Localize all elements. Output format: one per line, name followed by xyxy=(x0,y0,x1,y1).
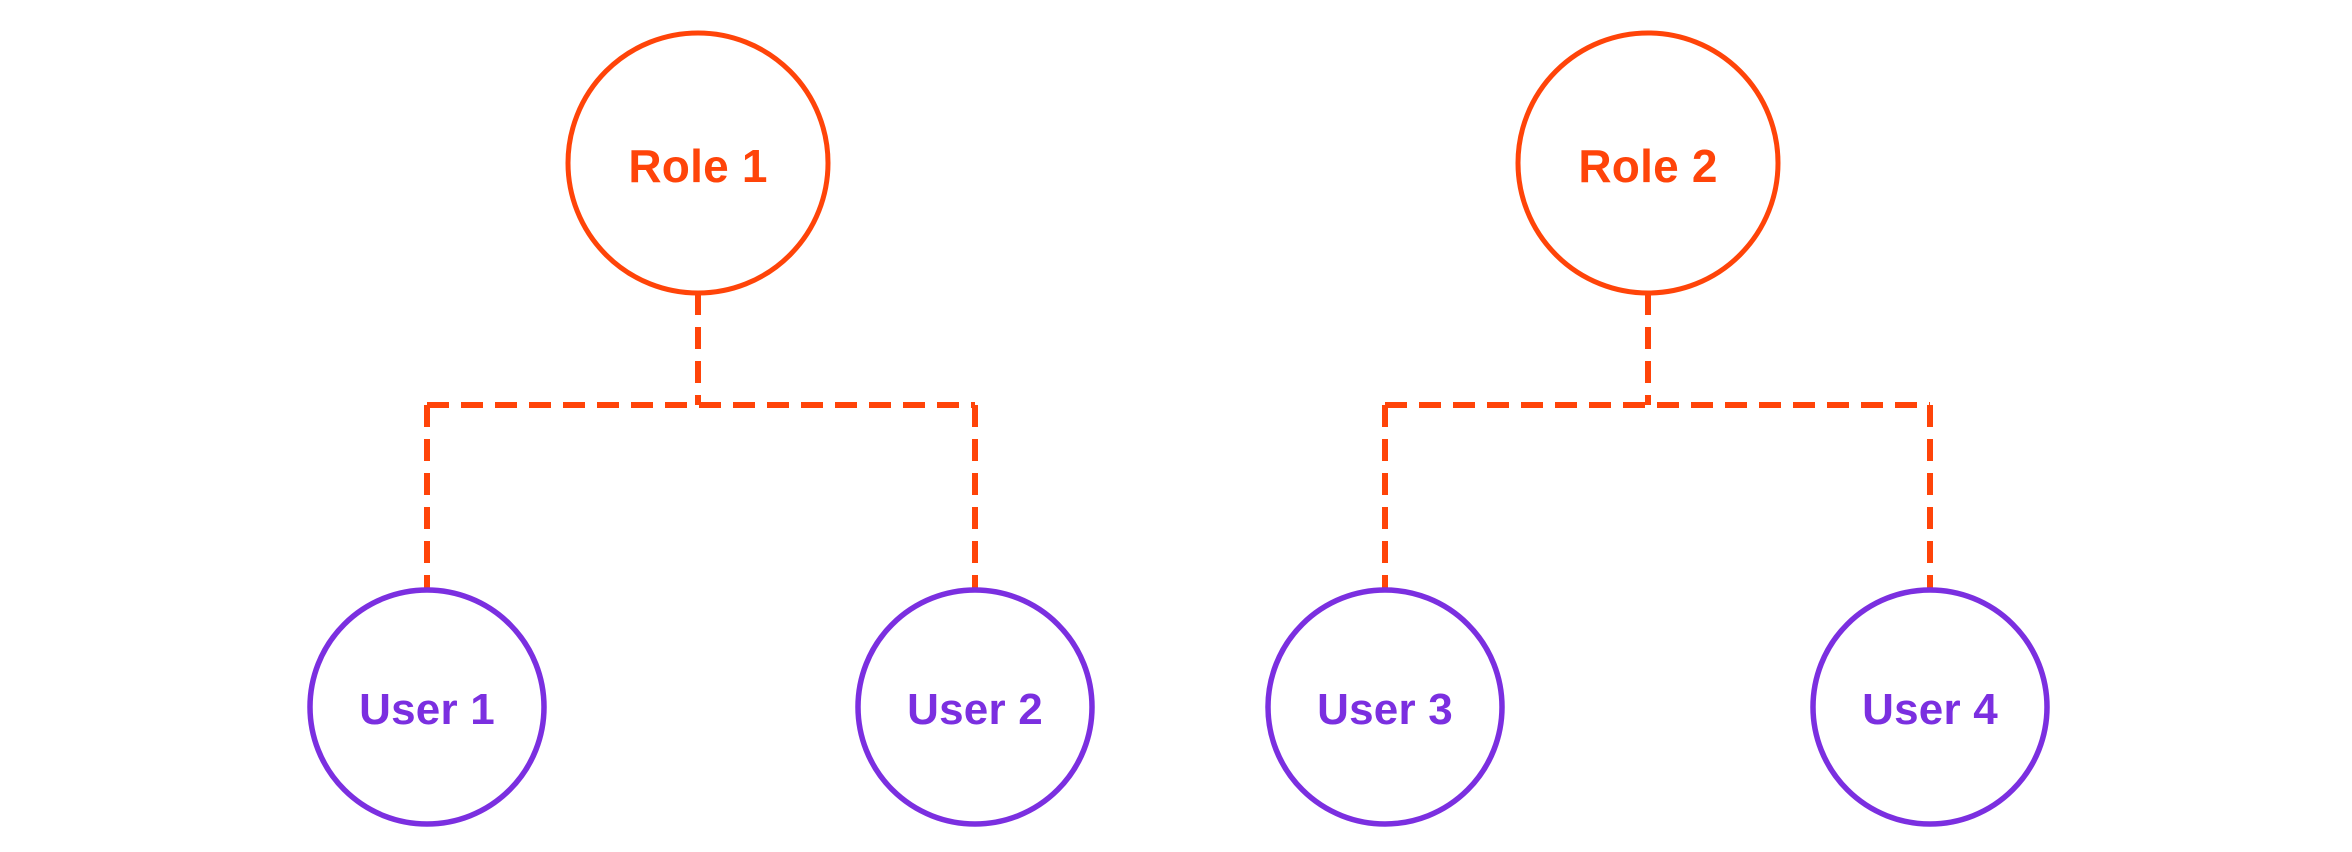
connector-group-role1 xyxy=(424,293,978,590)
node-circle-user2[interactable] xyxy=(855,587,1095,827)
node-circle-role2[interactable] xyxy=(1515,30,1781,296)
node-circle-user4[interactable] xyxy=(1810,587,2050,827)
connector-group-role2 xyxy=(1382,293,1933,590)
node-circle-role1[interactable] xyxy=(565,30,831,296)
node-circles xyxy=(307,30,2050,827)
node-circle-user3[interactable] xyxy=(1265,587,1505,827)
node-circle-user1[interactable] xyxy=(307,587,547,827)
